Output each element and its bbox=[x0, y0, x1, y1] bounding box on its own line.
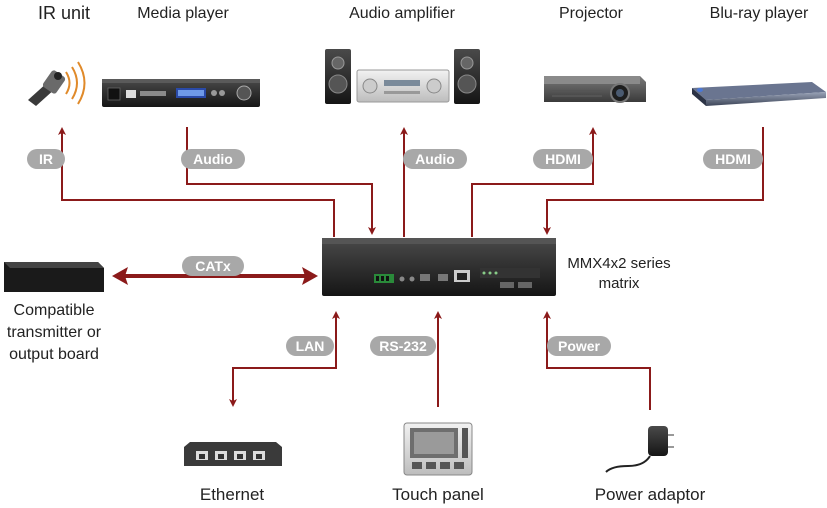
ethernet-switch-device bbox=[184, 442, 282, 466]
svg-text:HDMI: HDMI bbox=[545, 151, 581, 167]
catx-pill: CATx bbox=[182, 256, 244, 276]
transmitter-label-line1: Compatible bbox=[14, 302, 95, 319]
hdmi-in-connector bbox=[543, 127, 764, 235]
power-adaptor-label: Power adaptor bbox=[595, 485, 706, 504]
audio-amplifier-icon bbox=[325, 49, 480, 104]
audio-amplifier-label: Audio amplifier bbox=[349, 5, 456, 22]
power-connector bbox=[543, 311, 651, 410]
matrix-device bbox=[322, 238, 556, 296]
projector-icon bbox=[544, 76, 646, 103]
matrix-label-line1: MMX4x2 series bbox=[567, 255, 670, 272]
media-player-icon bbox=[102, 79, 260, 107]
svg-text:Audio: Audio bbox=[415, 151, 455, 167]
ethernet-label: Ethernet bbox=[200, 485, 265, 504]
svg-text:HDMI: HDMI bbox=[715, 151, 751, 167]
hdmi-out-pill: HDMI bbox=[533, 149, 593, 169]
audio-in-pill: Audio bbox=[181, 149, 245, 169]
transmitter-device bbox=[4, 262, 104, 292]
touch-panel-device bbox=[403, 422, 473, 476]
svg-text:Power: Power bbox=[558, 338, 601, 354]
power-pill: Power bbox=[547, 336, 611, 356]
bluray-player-icon bbox=[692, 82, 826, 106]
audio-out-pill: Audio bbox=[403, 149, 467, 169]
svg-text:IR: IR bbox=[39, 151, 53, 167]
lan-connector bbox=[229, 317, 337, 407]
ir-pill: IR bbox=[27, 149, 65, 169]
audio-in-connector bbox=[186, 127, 376, 235]
svg-text:CATx: CATx bbox=[195, 258, 231, 274]
projector-label: Projector bbox=[559, 5, 624, 22]
media-player-label: Media player bbox=[137, 5, 229, 22]
transmitter-label-line2: transmitter or bbox=[7, 324, 102, 341]
hdmi-out-connector bbox=[471, 127, 597, 237]
transmitter-label-line3: output board bbox=[9, 346, 99, 363]
touch-panel-label: Touch panel bbox=[392, 485, 484, 504]
svg-text:Audio: Audio bbox=[193, 151, 233, 167]
ir-unit-icon bbox=[28, 61, 86, 106]
lan-pill: LAN bbox=[286, 336, 334, 356]
bluray-player-label: Blu-ray player bbox=[710, 5, 809, 22]
ir-unit-label: IR unit bbox=[38, 3, 90, 23]
svg-text:LAN: LAN bbox=[296, 338, 325, 354]
svg-text:RS-232: RS-232 bbox=[379, 338, 427, 354]
rs232-pill: RS-232 bbox=[370, 336, 436, 356]
power-adaptor-device bbox=[605, 426, 674, 473]
hdmi-in-pill: HDMI bbox=[703, 149, 763, 169]
matrix-label-line2: matrix bbox=[599, 275, 640, 292]
